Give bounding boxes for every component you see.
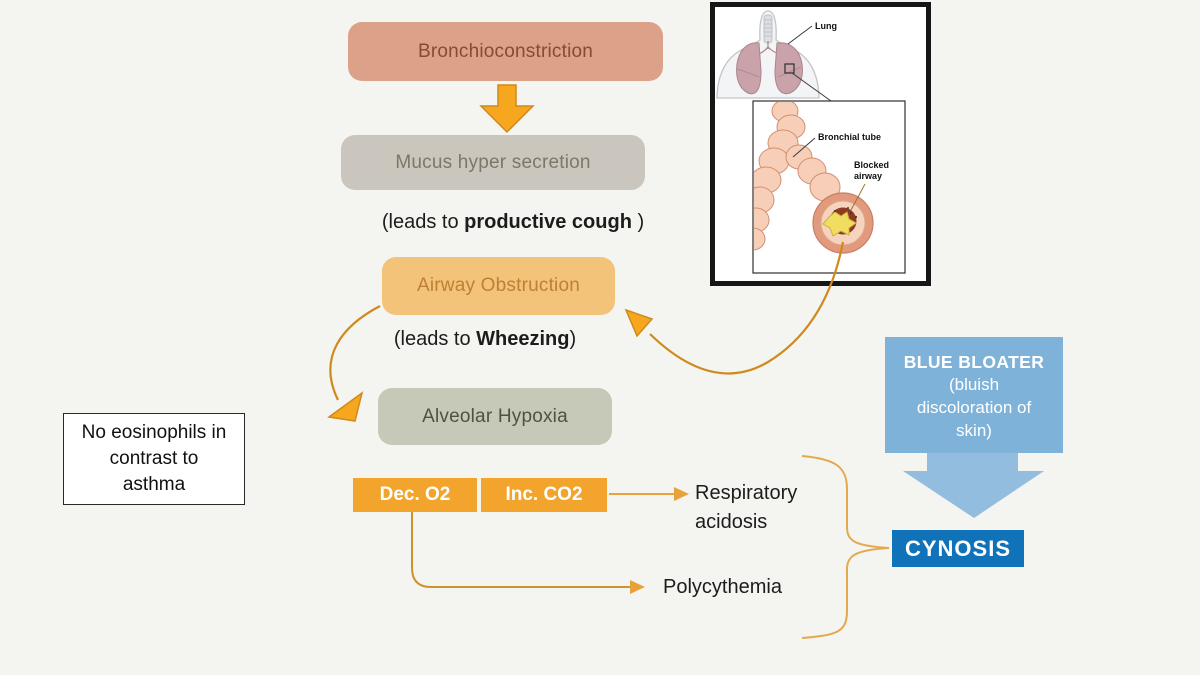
zoom-connector-line — [791, 72, 832, 102]
blue-bloater-box: BLUE BLOATER (bluish discoloration of sk… — [885, 337, 1063, 453]
arrowhead-polycythemia — [630, 580, 645, 594]
cynosis-label: CYNOSIS — [904, 535, 1012, 561]
curve-arrowhead-alveolar — [327, 391, 364, 422]
leads-wheezing-pre: (leads to — [393, 328, 477, 350]
note-line-3: asthma — [122, 474, 186, 495]
curly-brace — [801, 455, 890, 639]
big-blue-down-arrow — [903, 453, 1044, 518]
flow-box-bronchioconstriction-label: Bronchioconstriction — [417, 40, 594, 62]
mucus-plug-shape — [822, 211, 857, 237]
down-block-arrow — [479, 84, 535, 134]
flow-box-airway-label: Airway Obstruction — [416, 275, 581, 296]
flow-box-airway-obstruction: Airway Obstruction — [382, 257, 615, 315]
flow-box-mucus-label: Mucus hyper secretion — [395, 151, 591, 173]
leads-productive-post: ) — [631, 211, 645, 233]
right-lung-shape — [774, 42, 803, 95]
respiratory-acidosis-line1: Respiratory — [695, 482, 798, 504]
flow-box-bronchioconstriction: Bronchioconstriction — [348, 22, 663, 81]
blocked-airway-label-line1: Blocked — [854, 160, 889, 170]
blue-bloater-title: BLUE BLOATER — [903, 352, 1045, 372]
blue-bloater-subtitle-line2: discoloration of — [916, 398, 1032, 417]
note-no-eosinophils: No eosinophils in contrast to asthma — [63, 413, 245, 505]
blue-bloater-subtitle-line3: skin) — [956, 421, 992, 440]
respiratory-acidosis-text: Respiratory acidosis — [695, 479, 797, 537]
flow-box-alveolar-label: Alveolar Hypoxia — [422, 405, 568, 427]
cynosis-box: CYNOSIS — [892, 530, 1024, 567]
lung-figure-drawing: Lung — [716, 10, 906, 274]
trachea-rings — [764, 19, 772, 37]
arrowhead-respiratory — [674, 487, 689, 501]
dec-o2-label: Dec. O2 — [379, 484, 451, 505]
left-lung-shape — [736, 42, 762, 95]
blue-bloater-subtitle: (bluish discoloration of skin) — [885, 373, 1063, 442]
note-line-2: contrast to — [109, 448, 199, 469]
polycythemia-label: Polycythemia — [663, 576, 782, 598]
leads-to-productive-cough-text: (leads to productive cough ) — [313, 211, 713, 234]
flow-box-alveolar-hypoxia: Alveolar Hypoxia — [378, 388, 612, 445]
lung-label-line — [787, 25, 813, 45]
bronchial-tube-label-line — [792, 137, 816, 158]
leads-to-wheezing-text: (leads to Wheezing) — [285, 328, 685, 351]
flow-box-mucus-hyper-secretion: Mucus hyper secretion — [341, 135, 645, 190]
lung-figure-image: Lung — [710, 2, 931, 286]
blocked-airway-label-line2: airway — [854, 171, 882, 181]
flow-box-dec-o2: Dec. O2 — [353, 478, 477, 512]
line-deco2-to-polycythemia — [411, 512, 630, 588]
leads-wheezing-post: ) — [569, 328, 577, 350]
respiratory-acidosis-line2: acidosis — [695, 511, 768, 533]
inc-co2-label: Inc. CO2 — [505, 484, 583, 505]
blocked-airway-label-line — [850, 183, 866, 211]
leads-productive-pre: (leads to — [381, 211, 465, 233]
trachea-shape — [763, 14, 773, 44]
bronchial-tube-drawing — [754, 102, 874, 254]
bronchial-tube-label: Bronchial tube — [818, 132, 881, 142]
leads-productive-bold: productive cough — [464, 211, 632, 233]
curve-arrow-airway-to-alveolar — [329, 305, 381, 401]
lung-fissures — [737, 66, 802, 78]
blue-bloater-subtitle-line1: (bluish — [948, 375, 1000, 394]
flow-box-inc-co2: Inc. CO2 — [481, 478, 607, 512]
polycythemia-text: Polycythemia — [663, 576, 782, 599]
zoom-square — [784, 63, 795, 74]
note-line-1: No eosinophils in — [81, 422, 227, 443]
lung-label: Lung — [815, 21, 837, 31]
leads-wheezing-bold: Wheezing — [476, 328, 570, 350]
